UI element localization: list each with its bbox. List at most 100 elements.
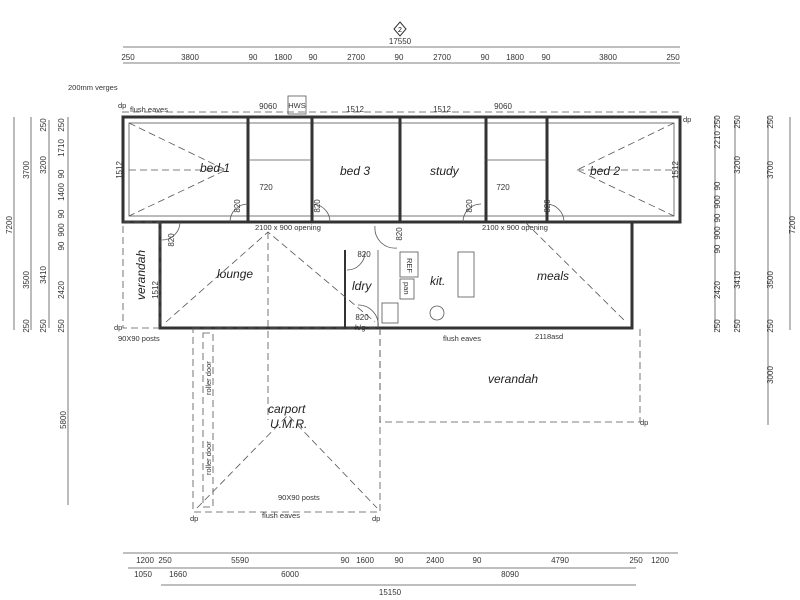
window-label: 1512 <box>433 105 451 114</box>
dimension-bottom-row1: 1600 <box>356 556 374 565</box>
dimension-left: 250 <box>57 118 66 132</box>
note-hg: h/g <box>355 323 365 332</box>
dimension-right: 3700 <box>766 161 775 179</box>
note-roller-door-1: roller door <box>204 361 213 395</box>
dimension-bottom-row1: 2400 <box>426 556 444 565</box>
downpipe-label: dp <box>114 323 122 332</box>
dimension-top-segment: 90 <box>481 53 490 62</box>
dimension-top-segment: 250 <box>666 53 680 62</box>
hws-unit <box>287 95 307 115</box>
door-label: 820 <box>465 199 474 213</box>
note-2118asd: 2118asd <box>535 332 563 341</box>
dimension-left: 3500 <box>22 271 31 289</box>
window-label: 1512 <box>346 105 364 114</box>
dimension-right: 250 <box>766 115 775 129</box>
dimension-right: 900 <box>713 195 722 209</box>
dimension-bottom-row2: 6000 <box>281 570 299 579</box>
dimension-left: 250 <box>57 319 66 333</box>
downpipe-label: dp <box>372 514 380 523</box>
door-label: 820 <box>167 233 176 247</box>
dimension-bottom-row1: 90 <box>341 556 350 565</box>
notes: 200mm verges flush eaves flush eaves flu… <box>68 83 691 523</box>
window-label: 1512 <box>151 281 160 299</box>
dimension-top-overall: 17550 <box>389 37 412 46</box>
dimension-left: 250 <box>22 319 31 333</box>
dimension-top-segment: 250 <box>121 53 135 62</box>
downpipe-label: dp <box>640 418 648 427</box>
room-bed-1: bed 1 <box>200 161 230 175</box>
dimension-left: 250 <box>39 319 48 333</box>
dimension-left: 7200 <box>5 216 14 234</box>
building-outline <box>121 115 682 330</box>
north-marker: 2 <box>393 21 407 37</box>
window-label: 9060 <box>494 102 512 111</box>
window-label: 720 <box>496 183 510 192</box>
dimension-right: 2420 <box>713 281 722 299</box>
dimension-bottom-row1: 1200 <box>651 556 669 565</box>
note-pantry: pan <box>402 282 411 295</box>
dimension-right: 90 <box>713 244 722 253</box>
dimension-right: 90 <box>713 181 722 190</box>
dimension-left: 1710 <box>57 139 66 157</box>
dimension-bottom-row2: 1050 <box>134 570 152 579</box>
dimension-top-segment: 90 <box>542 53 551 62</box>
dimension-right: 3410 <box>733 271 742 289</box>
dimension-top-segment: 3800 <box>599 53 617 62</box>
dimension-bottom-row1: 90 <box>395 556 404 565</box>
dimension-top-segment: 90 <box>395 53 404 62</box>
dimension-left: 3700 <box>22 161 31 179</box>
door-swings <box>161 203 565 329</box>
dimension-left: 90 <box>57 241 66 250</box>
room-meals: meals <box>537 269 569 283</box>
hws-label: HWS <box>288 101 306 110</box>
room-study: study <box>430 164 460 178</box>
note-roller-door-2: roller door <box>204 441 213 475</box>
dimension-left: 3410 <box>39 266 48 284</box>
window-label: 720 <box>259 183 273 192</box>
dimension-bottom-row1: 5590 <box>231 556 249 565</box>
north-marker-label: 2 <box>398 27 402 34</box>
dimension-bottom-row2: 1660 <box>169 570 187 579</box>
dimension-left: 1400 <box>57 183 66 201</box>
dimension-right: 3200 <box>733 156 742 174</box>
room-lounge: lounge <box>217 267 253 281</box>
dimension-right: 3500 <box>766 271 775 289</box>
dimension-right: 3000 <box>766 366 775 384</box>
dimension-right: 90 <box>713 213 722 222</box>
downpipe-label: dp <box>118 101 126 110</box>
door-label: 820 <box>543 199 552 213</box>
dimension-top-segment: 1800 <box>506 53 524 62</box>
dimension-bottom-row1: 4790 <box>551 556 569 565</box>
dimension-left: 90 <box>57 169 66 178</box>
dimension-top-segment: 90 <box>309 53 318 62</box>
dimension-lines <box>13 46 791 586</box>
dimension-top-segment: 1800 <box>274 53 292 62</box>
door-label: 820 <box>355 313 369 322</box>
room-kitchen: kit. <box>430 274 445 288</box>
door-label: 820 <box>313 199 322 213</box>
room-bed-3: bed 3 <box>340 164 370 178</box>
downpipe-label: dp <box>683 115 691 124</box>
dimension-left: 900 <box>57 223 66 237</box>
dimension-top-segment: 90 <box>249 53 258 62</box>
room-laundry: ldry <box>352 279 372 293</box>
dimension-right: 250 <box>733 115 742 129</box>
dimension-left: 5800 <box>59 411 68 429</box>
door-label: 820 <box>395 227 404 241</box>
dimension-right: 250 <box>733 319 742 333</box>
window-label: 1512 <box>671 161 680 179</box>
dimension-left: 90 <box>57 209 66 218</box>
note-flush-eaves-carport: flush eaves <box>262 511 300 520</box>
door-label: 820 <box>357 250 371 259</box>
dimension-left: 250 <box>39 118 48 132</box>
dimension-right: 250 <box>713 319 722 333</box>
dimension-top-segment: 2700 <box>347 53 365 62</box>
dimension-left: 2420 <box>57 281 66 299</box>
dimension-top-segment: 3800 <box>181 53 199 62</box>
room-verandah-left: verandah <box>134 250 148 300</box>
room-labels: bed 1 bed 3 study bed 2 lounge ldry kit.… <box>134 161 620 431</box>
room-carport: carport <box>268 402 306 416</box>
room-verandah-right: verandah <box>488 372 538 386</box>
